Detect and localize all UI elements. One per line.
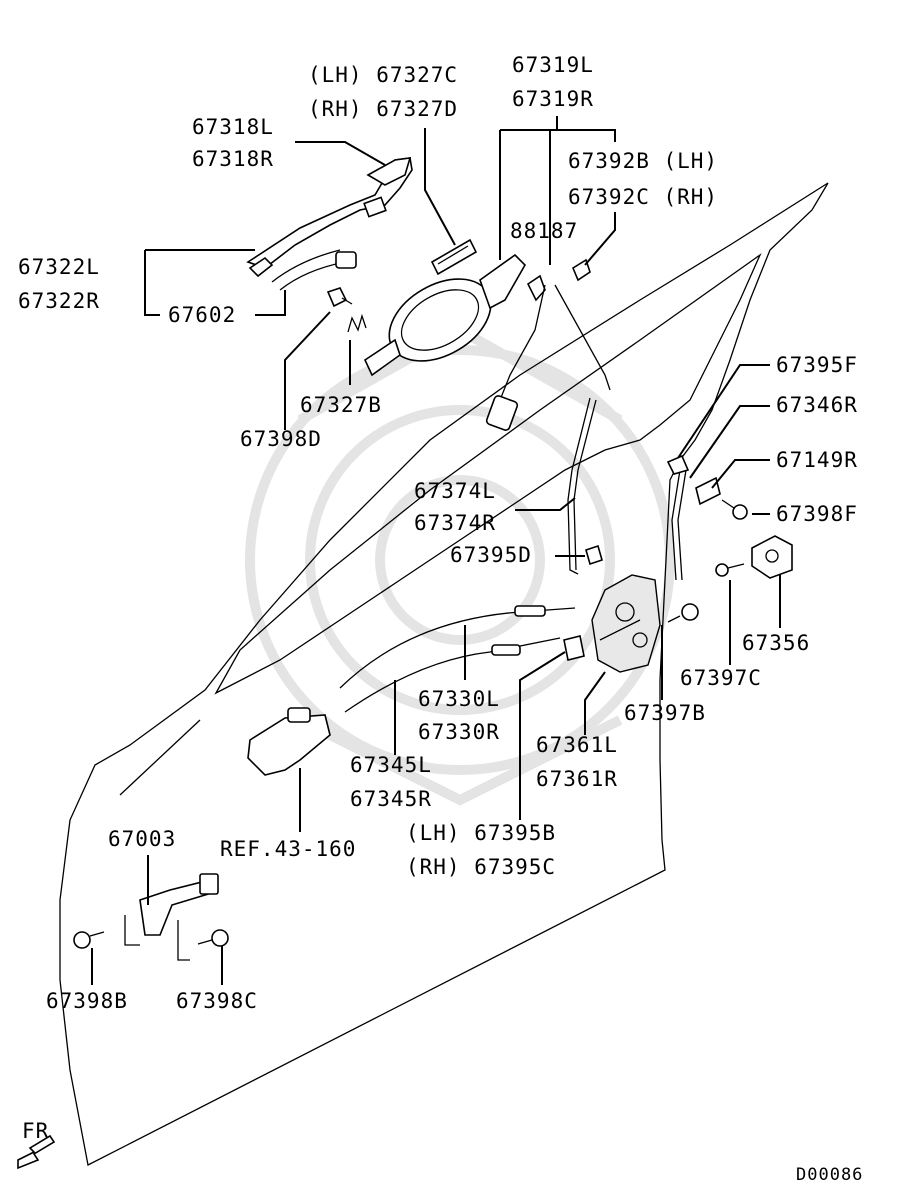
label-67322-r: 67322R <box>18 289 100 313</box>
label-ref-43-160: REF.43-160 <box>220 837 356 861</box>
door-panel-outline <box>59 182 829 1166</box>
label-67330-r: 67330R <box>418 720 500 744</box>
label-67319-l: 67319L <box>512 53 594 77</box>
screw-67397C <box>715 563 745 577</box>
label-67398B: 67398B <box>46 989 128 1013</box>
label-67322-l: 67322L <box>18 255 100 279</box>
label-67346R: 67346R <box>776 393 858 417</box>
label-67392-rh: 67392C (RH) <box>568 185 718 209</box>
rod-67346R <box>671 469 687 581</box>
label-67345-r: 67345R <box>350 787 432 811</box>
label-67330-l: 67330L <box>418 687 500 711</box>
label-67392-lh: 67392B (LH) <box>568 149 718 173</box>
handle-cable-67602 <box>271 249 357 291</box>
bolt-67398D <box>326 287 353 308</box>
label-67398D: 67398D <box>240 427 322 451</box>
handle-gasket <box>430 238 478 276</box>
handle-cover <box>248 256 274 278</box>
part-labels: (LH) 67327C (RH) 67327D 67319L 67319R 67… <box>18 53 863 1185</box>
inside-handle-ref <box>247 707 331 776</box>
label-67318-r: 67318R <box>192 147 274 171</box>
label-67395F: 67395F <box>776 353 858 377</box>
striker-67356 <box>751 535 793 579</box>
label-67149R: 67149R <box>776 448 858 472</box>
label-67395C-rh: (RH) 67395C <box>406 855 556 879</box>
bolt-67398C <box>197 929 229 947</box>
label-67398C: 67398C <box>176 989 258 1013</box>
label-front-direction: FR <box>22 1119 49 1143</box>
bolt-67398F <box>721 499 748 520</box>
label-67319-r: 67319R <box>512 87 594 111</box>
rod-67319 <box>485 284 546 431</box>
label-67327-lh: (LH) 67327C <box>308 63 458 87</box>
screw-67397B <box>667 603 699 623</box>
label-67356: 67356 <box>742 631 810 655</box>
clip-67395F <box>666 454 690 475</box>
handle-frame <box>363 253 526 377</box>
door-check-67003 <box>139 873 219 936</box>
door-latch-67361 <box>591 574 661 673</box>
label-67318-l: 67318L <box>192 115 274 139</box>
label-67327-rh: (RH) 67327D <box>308 97 458 121</box>
cable-67345 <box>344 637 561 713</box>
diagram-id: D00086 <box>796 1165 863 1185</box>
label-67361-r: 67361R <box>536 767 618 791</box>
label-67397C: 67397C <box>680 666 762 690</box>
label-67374-r: 67374R <box>414 511 496 535</box>
label-88187: 88187 <box>510 219 578 243</box>
bolt-67398B <box>73 931 105 949</box>
label-67374-l: 67374L <box>414 479 496 503</box>
label-67395B-lh: (LH) 67395B <box>406 821 556 845</box>
label-67345-l: 67345L <box>350 753 432 777</box>
label-67327B: 67327B <box>300 393 382 417</box>
leader-lines <box>91 116 781 985</box>
label-67003: 67003 <box>108 827 176 851</box>
outside-handle <box>246 157 413 269</box>
cable-67330 <box>339 605 576 689</box>
clip-88187 <box>526 274 546 302</box>
label-67602: 67602 <box>168 303 236 327</box>
bushing-67395BC <box>563 635 585 661</box>
label-67361-l: 67361L <box>536 733 618 757</box>
spring-67327B <box>347 313 367 333</box>
clip-67395D <box>585 544 603 566</box>
lock-rod-67374 <box>567 397 597 575</box>
front-direction-arrow-icon <box>17 1134 56 1170</box>
label-67395D: 67395D <box>450 543 532 567</box>
label-67398F: 67398F <box>776 502 858 526</box>
label-67397B: 67397B <box>624 701 706 725</box>
